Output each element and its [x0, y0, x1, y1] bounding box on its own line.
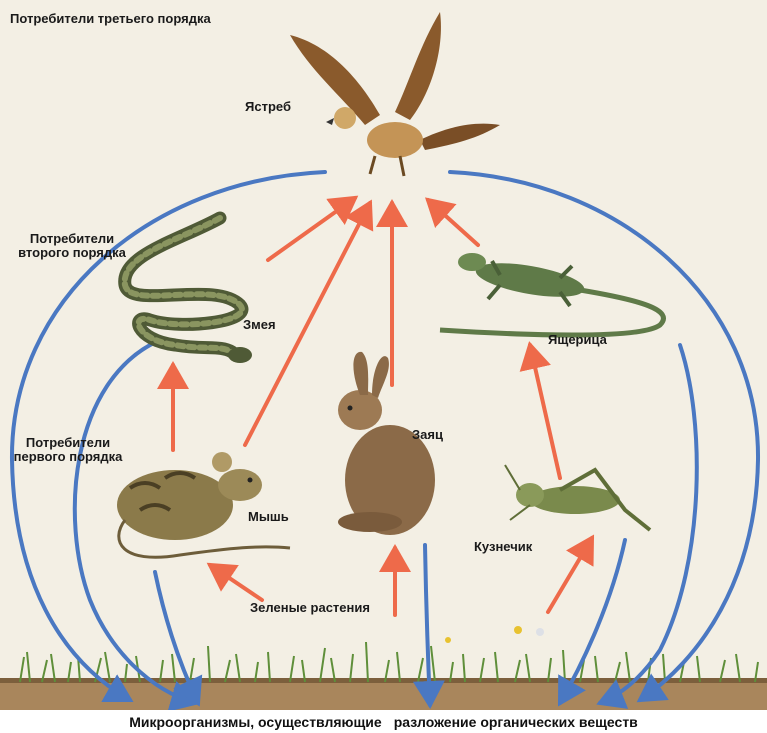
- label-hare: Заяц: [412, 428, 443, 442]
- hare-icon: [338, 352, 435, 535]
- caption-part-1: Микроорганизмы, осуществляющие: [129, 714, 382, 730]
- label-mouse: Мышь: [248, 510, 289, 524]
- arrow-plants-mouse: [210, 565, 262, 600]
- flower-icon: [445, 626, 544, 643]
- label-snake: Змея: [243, 318, 276, 332]
- caption-part-2: разложение органических веществ: [394, 714, 638, 730]
- decomp-arc-lizard: [600, 345, 697, 703]
- grasshopper-icon: [505, 465, 650, 530]
- label-lizard: Ящерица: [548, 333, 607, 347]
- level-label-third-order: Потребители третьего порядка: [10, 12, 150, 26]
- snake-icon: [125, 218, 252, 363]
- label-hawk: Ястреб: [245, 100, 291, 114]
- lizard-icon: [440, 253, 663, 335]
- arrow-snake-hawk: [268, 198, 355, 260]
- decomposers-caption: Микроорганизмы, осуществляющие разложени…: [0, 710, 767, 733]
- soil-strip: [0, 680, 767, 713]
- mouse-icon: [117, 452, 290, 557]
- level-label-first-order: Потребители первого порядка: [8, 436, 128, 464]
- label-plants: Зеленые растения: [250, 600, 370, 615]
- arrow-plants-grasshopper: [548, 538, 592, 612]
- arrow-grasshopper-lizard: [530, 345, 560, 478]
- level-label-second-order: Потребители второго порядка: [8, 232, 136, 260]
- arrow-lizard-hawk: [428, 200, 478, 245]
- decomp-arc-right-outer: [450, 172, 758, 700]
- hawk-icon: [290, 12, 500, 176]
- label-grasshopper: Кузнечик: [474, 540, 532, 554]
